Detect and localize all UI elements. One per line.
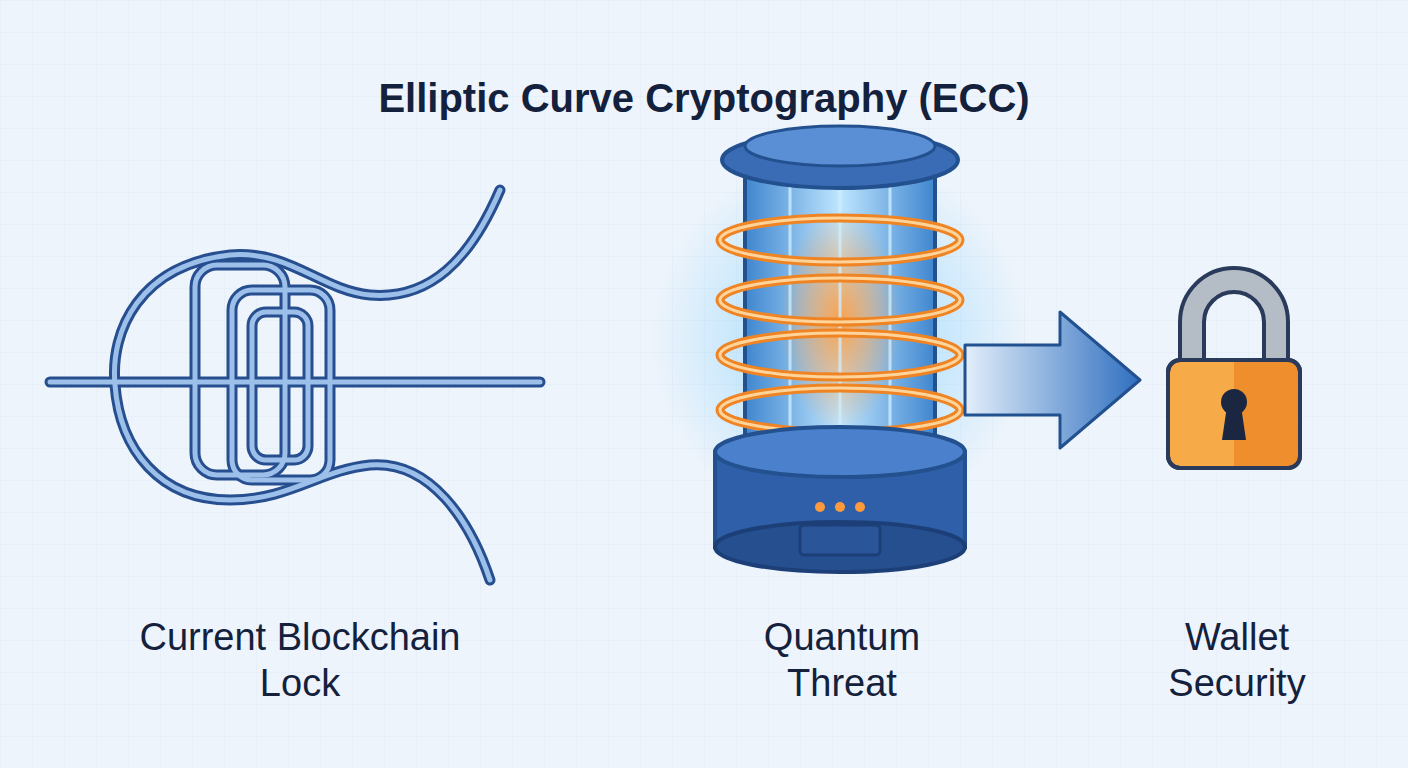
elliptic-curve (50, 190, 540, 580)
padlock (1168, 280, 1300, 468)
label-slot: Wallet Security (1142, 614, 1332, 706)
illustration-label: Quantum Threat (747, 614, 937, 706)
diagram-title: Elliptic Curve Cryptography (ECC) (378, 74, 1029, 122)
illustration-label: Wallet Security (1142, 614, 1332, 706)
label-slot: Quantum Threat (747, 614, 937, 706)
illustration-label: Current Blockchain Lock (135, 614, 465, 706)
threat-arrow (965, 312, 1140, 448)
title-slot: Elliptic Curve Cryptography (ECC) (0, 74, 1408, 122)
label-slot: Current Blockchain Lock (135, 614, 465, 706)
